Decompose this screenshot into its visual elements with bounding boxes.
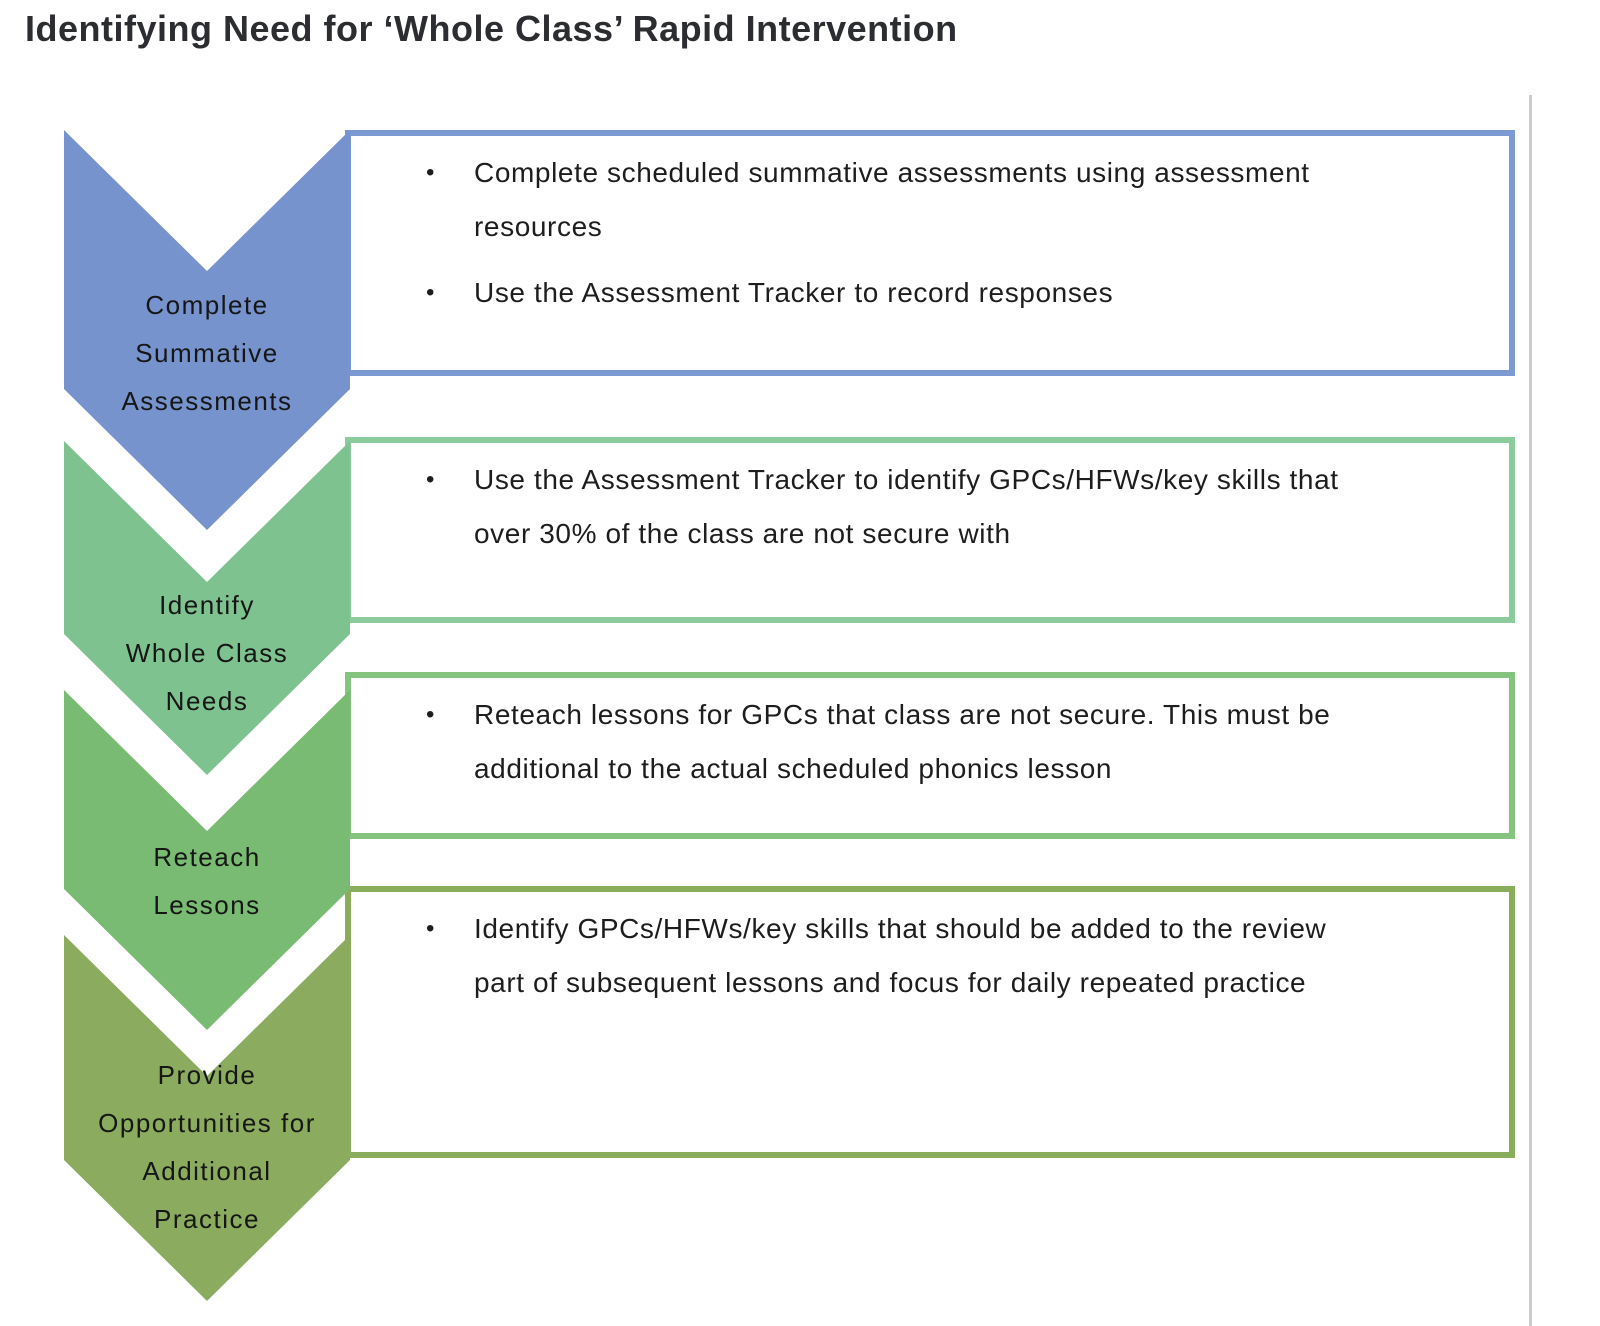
step-box-complete-summative-assessments: Complete scheduled summative assessments… <box>345 130 1515 376</box>
bullet-item: Identify GPCs/HFWs/key skills that shoul… <box>426 902 1354 1010</box>
bullet-list: Reteach lessons for GPCs that class are … <box>351 678 1509 796</box>
step-box-provide-additional-practice: Identify GPCs/HFWs/key skills that shoul… <box>345 886 1515 1158</box>
chevron-label-line: Needs <box>165 686 249 716</box>
chevron-label-line: Complete <box>145 290 269 320</box>
page-edge-line <box>1529 95 1532 1326</box>
chevron-label-identify-whole-class-needs: Identify Whole Class Needs <box>57 581 357 725</box>
chevron-label-line: Whole Class <box>125 638 289 668</box>
chevron-label-line: Provide <box>157 1060 257 1090</box>
bullet-list: Identify GPCs/HFWs/key skills that shoul… <box>351 892 1509 1010</box>
chevron-label-line: Practice <box>154 1204 260 1234</box>
step-box-identify-whole-class-needs: Use the Assessment Tracker to identify G… <box>345 437 1515 623</box>
chevron-label-line: Opportunities for <box>98 1108 316 1138</box>
chevron-label-line: Summative <box>135 338 279 368</box>
bullet-item: Reteach lessons for GPCs that class are … <box>426 688 1354 796</box>
bullet-list: Use the Assessment Tracker to identify G… <box>351 443 1509 561</box>
bullet-item: Use the Assessment Tracker to identify G… <box>426 453 1354 561</box>
chevron-label-line: Identify <box>159 590 255 620</box>
chevron-label-complete-summative-assessments: Complete Summative Assessments <box>57 281 357 425</box>
page-title: Identifying Need for ‘Whole Class’ Rapid… <box>25 8 958 49</box>
step-box-reteach-lessons: Reteach lessons for GPCs that class are … <box>345 672 1515 839</box>
chevron-label-line: Reteach <box>153 842 261 872</box>
chevron-label-provide-additional-practice: Provide Opportunities for Additional Pra… <box>57 1051 357 1243</box>
bullet-item: Complete scheduled summative assessments… <box>426 146 1354 254</box>
chevron-label-reteach-lessons: Reteach Lessons <box>57 833 357 929</box>
bullet-list: Complete scheduled summative assessments… <box>351 136 1509 320</box>
chevron-label-line: Assessments <box>121 386 293 416</box>
bullet-item: Use the Assessment Tracker to record res… <box>426 266 1354 320</box>
chevron-label-line: Lessons <box>153 890 261 920</box>
chevron-label-line: Additional <box>142 1156 272 1186</box>
